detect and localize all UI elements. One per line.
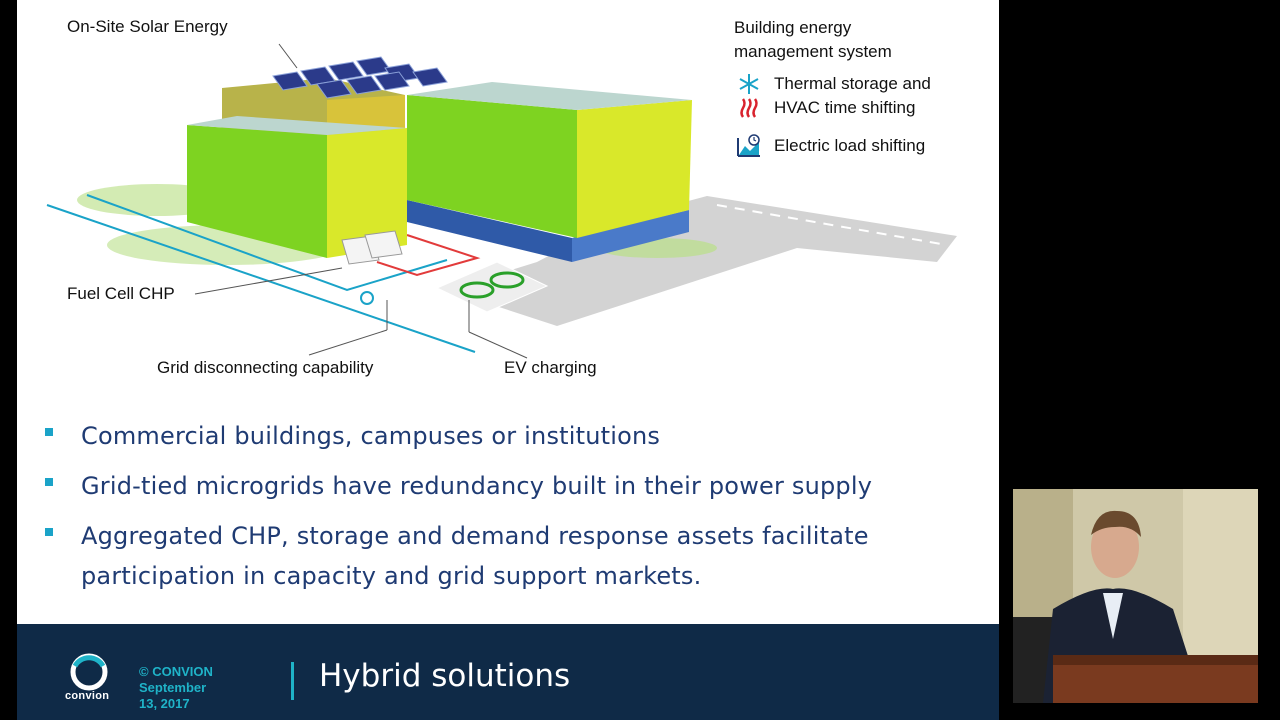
building-block	[327, 128, 407, 258]
bems-item-label: HVAC time shifting	[774, 98, 916, 117]
bems-title-line2: management system	[734, 42, 892, 61]
bullet-text: Commercial buildings, campuses or instit…	[81, 422, 661, 450]
bullet-marker	[45, 528, 53, 536]
building-block	[187, 125, 327, 258]
bullet-item: Commercial buildings, campuses or instit…	[41, 416, 981, 456]
slide-title: Hybrid solutions	[319, 658, 571, 694]
speaker-video-frame	[1013, 489, 1258, 703]
bems-item-label: Thermal storage and	[774, 74, 931, 93]
bems-item: Thermal storage and	[734, 72, 931, 96]
building-block	[407, 95, 577, 238]
date-line1: September	[139, 680, 207, 695]
road-marking	[716, 204, 948, 246]
building-base	[407, 200, 572, 262]
date-line2: 13, 2017	[139, 696, 190, 711]
building-roof	[187, 116, 407, 135]
grid-line	[46, 204, 476, 353]
leader-line	[468, 331, 528, 359]
footer-divider	[291, 662, 294, 700]
microgrid-diagram	[46, 43, 957, 359]
leader-line	[278, 43, 298, 69]
heat-waves-icon	[734, 96, 764, 120]
building-block	[577, 100, 692, 238]
bullet-item: Grid-tied microgrids have redundancy bui…	[41, 466, 981, 506]
fuel-cell-units	[341, 230, 403, 265]
footer-bar: convion © CONVION September 13, 2017 Hyb…	[17, 624, 999, 720]
bullet-marker	[45, 478, 53, 486]
road	[447, 196, 957, 326]
copyright-block: © CONVION September 13, 2017	[139, 664, 249, 712]
leader-line	[194, 267, 343, 295]
logo-text: convion	[65, 690, 110, 702]
ev-charger-icon	[459, 281, 495, 299]
ev-label: EV charging	[504, 358, 597, 377]
copyright: © CONVION	[139, 664, 213, 679]
leader-line	[308, 329, 388, 356]
load-clock-icon	[734, 134, 764, 158]
convion-logo-icon	[70, 653, 108, 691]
bullet-item: Aggregated CHP, storage and demand respo…	[41, 516, 981, 596]
bems-legend: Building energy management system Therma…	[734, 16, 931, 158]
bullet-marker	[45, 428, 53, 436]
fuel-cell-label: Fuel Cell CHP	[67, 284, 175, 303]
bullet-list: Commercial buildings, campuses or instit…	[41, 416, 981, 606]
snowflake-icon	[734, 72, 764, 96]
solar-label: On-Site Solar Energy	[67, 17, 228, 36]
thermal-pipe	[376, 234, 481, 277]
bems-item: Electric load shifting	[734, 134, 931, 158]
building-base	[572, 210, 689, 262]
ev-charger-icon	[489, 271, 525, 289]
bems-item-label: Electric load shifting	[774, 136, 926, 155]
speaker-video	[1013, 489, 1258, 703]
solar-panels	[272, 56, 448, 99]
bems-title-line1: Building energy	[734, 18, 852, 37]
building-roof	[407, 82, 692, 110]
bullet-text: Grid-tied microgrids have redundancy bui…	[81, 472, 873, 500]
grid-line	[86, 194, 448, 292]
grid-label: Grid disconnecting capability	[157, 358, 374, 377]
grid-switch-icon	[360, 291, 374, 305]
slide: On-Site Solar Energy Fuel Cell CHP Grid …	[17, 0, 999, 720]
bullet-text: Aggregated CHP, storage and demand respo…	[81, 522, 869, 590]
bems-item: HVAC time shifting	[734, 96, 931, 120]
